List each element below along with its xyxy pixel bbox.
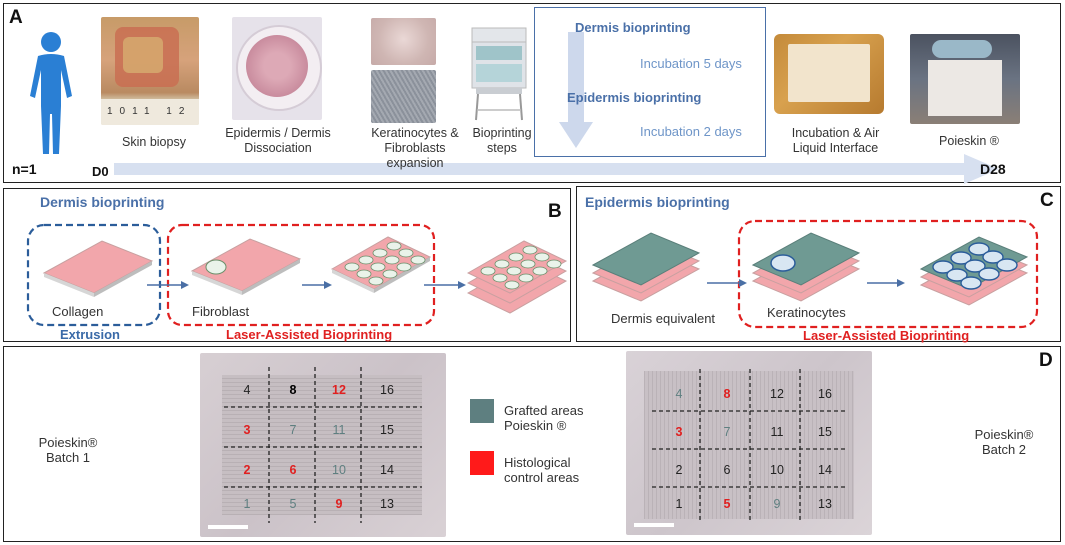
grid-cell-number: 10 bbox=[770, 463, 784, 477]
collagen-label: Collagen bbox=[52, 304, 104, 319]
panel-c-label: C bbox=[1040, 190, 1054, 211]
grid-cell-number: 3 bbox=[675, 425, 683, 439]
grid-cell-number: 10 bbox=[332, 463, 346, 477]
step-bioprinting: Bioprinting steps bbox=[472, 126, 532, 155]
n-label: n=1 bbox=[12, 161, 37, 177]
grid-cell-number: 9 bbox=[335, 497, 343, 511]
grid-cell-number: 16 bbox=[380, 383, 394, 397]
bioprinting-sequence-box: Dermis bioprinting Incubation 5 days Epi… bbox=[534, 7, 766, 157]
box-incubation-2: Incubation 2 days bbox=[640, 124, 742, 139]
grid-cell-number: 7 bbox=[723, 425, 731, 439]
grid-cell-number: 8 bbox=[723, 387, 731, 401]
grid-cell-number: 11 bbox=[332, 423, 346, 437]
grid-cell-number: 14 bbox=[818, 463, 832, 477]
grid-cell-number: 2 bbox=[675, 463, 683, 477]
panel-d: D Poieskin® Batch 1 Poieskin® Batch 2 4 8… bbox=[3, 346, 1061, 542]
box-dermis-title: Dermis bioprinting bbox=[575, 20, 691, 35]
grid-cell-number: 11 bbox=[770, 425, 784, 439]
grid-cell-number: 9 bbox=[773, 497, 781, 511]
grid-cell-number: 5 bbox=[289, 497, 297, 511]
dissociation-photo bbox=[232, 17, 322, 120]
keratinocytes-label: Keratinocytes bbox=[767, 305, 846, 320]
panel-b-laser-label: Laser-Assisted Bioprinting bbox=[226, 327, 393, 342]
legend-histo-swatch bbox=[470, 451, 494, 475]
grid-cell-number: 13 bbox=[380, 497, 394, 511]
batch1-label: Poieskin® Batch 1 bbox=[38, 435, 98, 465]
keratinocytes-photo bbox=[371, 18, 436, 65]
grid-cell-number: 12 bbox=[770, 387, 784, 401]
dermis-diagram bbox=[26, 223, 568, 327]
panel-b-label: B bbox=[548, 201, 562, 222]
panel-a: A n=1 D0 D28 1011 12 13 Skin biopsy Epid… bbox=[3, 3, 1061, 184]
grid-cell-number: 16 bbox=[818, 387, 832, 401]
extrusion-label: Extrusion bbox=[60, 327, 120, 342]
grid-cell-number: 4 bbox=[243, 383, 251, 397]
panel-b: B Dermis bioprinting bbox=[3, 188, 571, 342]
grid-cell-number: 1 bbox=[243, 497, 251, 511]
dermis-equivalent-label: Dermis equivalent bbox=[611, 311, 716, 326]
step-expansion: Keratinocytes & Fibroblasts expansion bbox=[371, 126, 459, 170]
panel-c-laser-label: Laser-Assisted Bioprinting bbox=[803, 328, 970, 343]
down-arrow-icon bbox=[559, 32, 593, 148]
epidermis-diagram bbox=[591, 219, 1039, 329]
incubation-photo bbox=[774, 34, 884, 114]
skin-biopsy-photo: 1011 12 13 bbox=[101, 17, 199, 125]
human-figure-icon bbox=[30, 32, 72, 154]
panel-c: C Epidermis bioprinting Dermis equivalen… bbox=[576, 186, 1061, 343]
step-poieskin: Poieskin ® bbox=[939, 134, 999, 148]
grid-cell-number: 12 bbox=[332, 383, 346, 397]
grid-cell-number: 14 bbox=[380, 463, 394, 477]
timeline-arrow bbox=[114, 154, 999, 184]
panel-d-label: D bbox=[1039, 350, 1053, 371]
grid-cell-number: 6 bbox=[289, 463, 297, 477]
panel-a-label: A bbox=[9, 7, 23, 28]
grid-cell-number: 6 bbox=[723, 463, 731, 477]
step-dissociation: Epidermis / Dermis Dissociation bbox=[225, 126, 331, 155]
grid-cell-number: 5 bbox=[723, 497, 731, 511]
step-skin-biopsy: Skin biopsy bbox=[122, 135, 186, 149]
grid-cell-number: 4 bbox=[675, 387, 683, 401]
grid-cell-number: 15 bbox=[818, 425, 832, 439]
grid-cell-number: 13 bbox=[818, 497, 832, 511]
box-epidermis-title: Epidermis bioprinting bbox=[567, 90, 702, 105]
grid-cell-number: 2 bbox=[243, 463, 251, 477]
step-incubation: Incubation & Air Liquid Interface bbox=[791, 126, 880, 155]
poieskin-photo bbox=[910, 34, 1020, 124]
legend-histo-label: Histological control areas bbox=[504, 455, 580, 485]
batch2-label: Poieskin® Batch 2 bbox=[974, 427, 1034, 457]
grid-cell-number: 7 bbox=[289, 423, 297, 437]
d0-label: D0 bbox=[92, 164, 109, 179]
panel-b-title: Dermis bioprinting bbox=[40, 194, 165, 210]
grid-cell-number: 8 bbox=[289, 383, 297, 397]
grid-cell-number: 15 bbox=[380, 423, 394, 437]
bioprinter-icon bbox=[471, 27, 527, 121]
legend-grafted-swatch bbox=[470, 399, 494, 423]
fibroblast-label: Fibroblast bbox=[192, 304, 250, 319]
box-incubation-5: Incubation 5 days bbox=[640, 56, 742, 71]
d28-label: D28 bbox=[980, 161, 1006, 177]
grid-cell-number: 1 bbox=[675, 497, 683, 511]
panel-c-title: Epidermis bioprinting bbox=[585, 194, 730, 210]
fibroblasts-photo bbox=[371, 70, 436, 123]
grid-cell-number: 3 bbox=[243, 423, 251, 437]
legend-grafted-label: Grafted areas Poieskin ® bbox=[504, 403, 584, 433]
